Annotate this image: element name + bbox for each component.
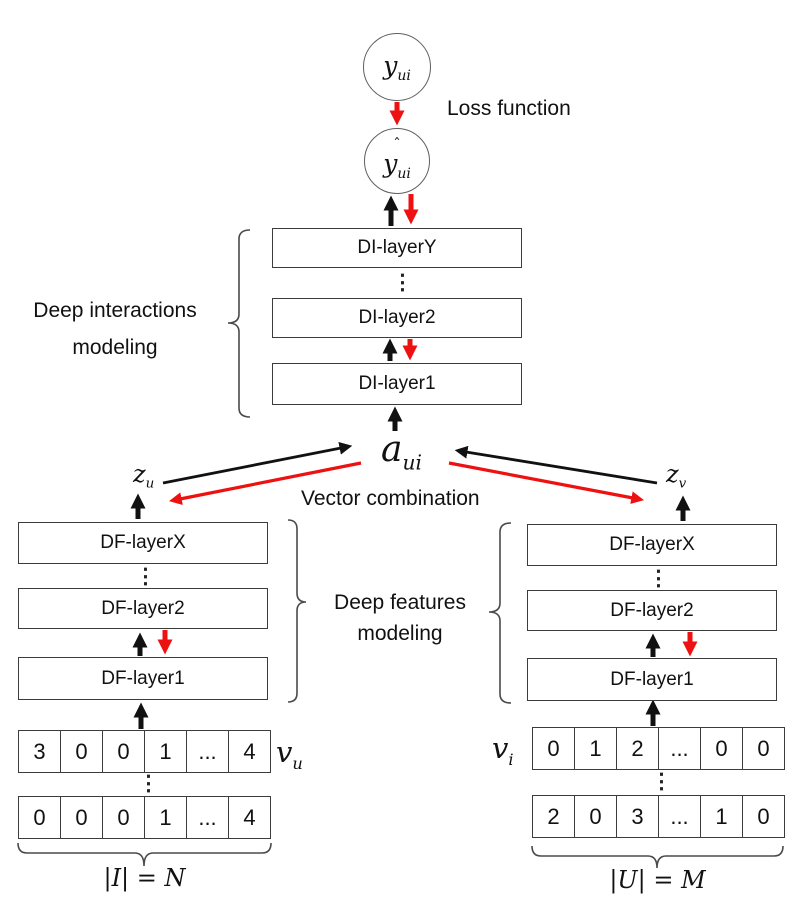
predicted-rating-node: ˆ yui: [364, 128, 430, 194]
left-df-group-brace: [287, 519, 307, 703]
vector-cell: 0: [102, 796, 145, 839]
left-df-layerX-label: DF-layerX: [100, 532, 186, 553]
arrow-zv-to-aui: [454, 445, 658, 485]
di-layer1-label: DI-layer1: [358, 373, 436, 394]
vector-cell: 0: [700, 727, 743, 770]
vector-cell: 0: [60, 730, 103, 773]
vector-cell: 1: [700, 795, 743, 838]
right-df-layer1-box: DF-layer1: [527, 658, 777, 701]
vector-cell: 1: [574, 727, 617, 770]
di-layerY-box: DI-layerY: [272, 228, 522, 268]
observed-rating-node: yui: [363, 33, 431, 101]
left-df-layer2-box: DF-layer2: [18, 588, 268, 629]
right-df-stack-ellipsis: ⋮: [648, 567, 669, 590]
right-df-layerX-box: DF-layerX: [527, 524, 777, 566]
vector-cell: 4: [228, 730, 271, 773]
right-df-layerX-label: DF-layerX: [609, 534, 695, 555]
vector-cell: 0: [60, 796, 103, 839]
right-input-row2: 2 0 3 ... 1 0: [532, 795, 785, 838]
df-group-caption-line2: modeling: [357, 622, 443, 645]
vector-cell: 0: [742, 727, 785, 770]
df-group-caption-line1: Deep features: [334, 591, 466, 614]
vector-cell: 3: [18, 730, 61, 773]
di-group-brace: [227, 229, 251, 418]
vu-vector-label: vu: [276, 735, 303, 773]
vi-vector-label: vi: [492, 731, 514, 769]
vector-cell: ...: [186, 796, 229, 839]
zv-vector-label: zv: [666, 460, 687, 492]
predicted-rating-label: yui: [383, 149, 411, 182]
vector-cell: ...: [658, 795, 701, 838]
right-input-underbrace: [531, 845, 784, 869]
vector-cell: 0: [532, 727, 575, 770]
vector-cell: 1: [144, 730, 187, 773]
left-df-layer2-label: DF-layer2: [101, 597, 185, 619]
vector-combination-caption: Vector combination: [301, 487, 480, 510]
di-layer2-label: DI-layer2: [358, 307, 436, 328]
right-input-ellipsis: ⋮: [651, 770, 672, 793]
vector-cell: ...: [186, 730, 229, 773]
vector-cell: 0: [18, 796, 61, 839]
right-input-size-label: |U| = M: [609, 866, 706, 894]
left-df-layer1-box: DF-layer1: [18, 657, 268, 700]
vector-cell: 0: [102, 730, 145, 773]
left-df-stack-ellipsis: ⋮: [135, 565, 156, 588]
vector-cell: 1: [144, 796, 187, 839]
right-df-group-brace: [488, 522, 512, 704]
di-group-caption: Deep interactions modeling: [10, 292, 220, 366]
di-layer2-box: DI-layer2: [272, 298, 522, 338]
vector-cell: 2: [532, 795, 575, 838]
di-stack-ellipsis: ⋮: [392, 271, 413, 294]
right-df-layer2-label: DF-layer2: [610, 599, 694, 621]
di-group-caption-line1: Deep interactions: [33, 299, 197, 322]
left-input-ellipsis: ⋮: [138, 772, 159, 795]
combined-vector-label: aui: [381, 429, 422, 475]
vector-cell: 0: [574, 795, 617, 838]
observed-rating-label: yui: [383, 50, 411, 84]
vector-cell: 3: [616, 795, 659, 838]
vector-cell: 4: [228, 796, 271, 839]
zu-vector-label: zu: [133, 460, 155, 492]
left-input-underbrace: [17, 842, 272, 867]
vector-cell: 0: [742, 795, 785, 838]
di-layer1-box: DI-layer1: [272, 363, 522, 405]
left-df-layer1-label: DF-layer1: [101, 667, 185, 689]
df-group-caption: Deep features modeling: [316, 587, 484, 649]
right-input-row1: 0 1 2 ... 0 0: [532, 727, 785, 770]
right-df-layer2-box: DF-layer2: [527, 590, 777, 631]
left-input-row2: 0 0 0 1 ... 4: [18, 796, 271, 839]
left-df-layerX-box: DF-layerX: [18, 522, 268, 564]
arrow-zu-to-aui: [162, 441, 353, 485]
vector-cell: 2: [616, 727, 659, 770]
vector-cell: ...: [658, 727, 701, 770]
di-group-caption-line2: modeling: [72, 336, 158, 359]
left-input-size-label: |I| = N: [103, 864, 186, 892]
right-df-layer1-label: DF-layer1: [610, 668, 694, 690]
di-layerY-label: DI-layerY: [357, 237, 437, 258]
loss-function-caption: Loss function: [447, 97, 571, 120]
left-input-row1: 3 0 0 1 ... 4: [18, 730, 271, 773]
hat-accent: ˆ: [393, 135, 401, 154]
